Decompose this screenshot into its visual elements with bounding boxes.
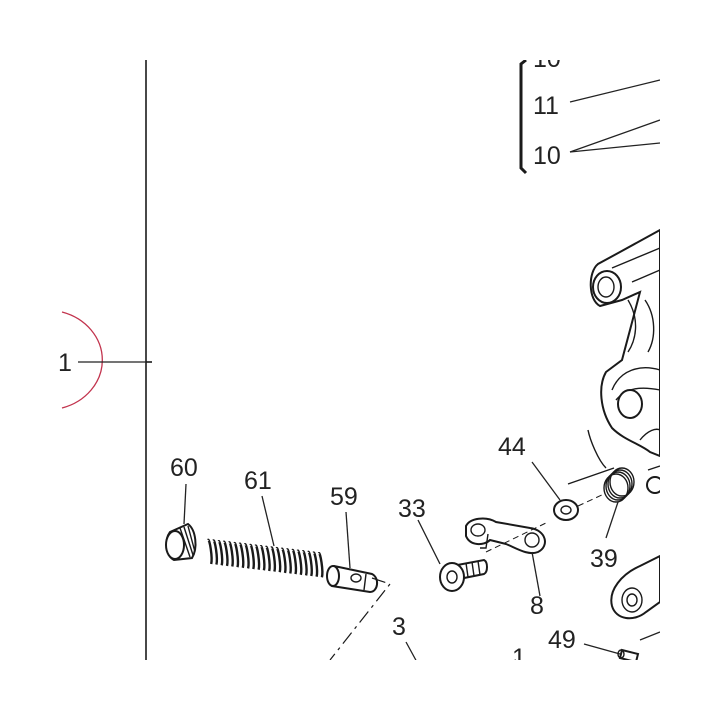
spring-coil xyxy=(212,539,219,565)
leader-49 xyxy=(583,643,621,655)
spring-coil xyxy=(301,550,308,576)
label-ref-39: 39 xyxy=(590,545,618,573)
leader-39 xyxy=(605,501,619,539)
right-crop-mask xyxy=(660,0,720,720)
spring-coil xyxy=(227,541,234,567)
bottom-crop-mask xyxy=(0,660,720,720)
label-ref-10: 10 xyxy=(533,142,561,170)
spring-coil xyxy=(317,552,324,578)
spring-coil xyxy=(222,540,229,567)
spring-coil xyxy=(275,546,282,573)
spring-coil xyxy=(254,544,261,571)
top-bracket xyxy=(519,58,528,175)
label-ref-11: 11 xyxy=(533,92,559,120)
label-ref-61: 61 xyxy=(244,467,272,495)
spring-coil xyxy=(307,550,313,577)
leader-61 xyxy=(261,495,275,547)
clip-mask-top xyxy=(520,30,680,60)
housing-casting xyxy=(589,228,664,494)
spring-coil xyxy=(280,547,287,574)
leader-44 xyxy=(531,461,561,501)
spring-coil xyxy=(259,545,266,571)
spring-coil xyxy=(217,540,224,566)
leader-8 xyxy=(531,551,541,597)
label-ref-8: 8 xyxy=(530,592,544,620)
callout-arc xyxy=(61,311,103,409)
spring-coil xyxy=(243,543,250,569)
spring-coil xyxy=(312,551,319,578)
spring-coil xyxy=(270,546,277,572)
leader-33 xyxy=(417,519,441,565)
axis-line-8 xyxy=(485,521,549,553)
label-ref-59: 59 xyxy=(330,483,358,511)
label-ref-49: 49 xyxy=(548,626,576,654)
part-33-screw xyxy=(439,558,488,592)
leader-59 xyxy=(345,511,351,569)
leader-10b xyxy=(569,142,661,153)
spring-coil xyxy=(296,549,303,576)
axis-line-44 xyxy=(577,493,605,507)
leader-10a xyxy=(569,119,661,153)
part-39-torsion-spring xyxy=(567,429,635,503)
spring-coil xyxy=(233,541,240,568)
spring-coil xyxy=(291,548,298,575)
leader-60 xyxy=(183,483,187,525)
partial-right-line xyxy=(639,631,661,641)
label-ref-3: 3 xyxy=(392,613,406,641)
spring-coil xyxy=(264,545,271,572)
part-61-spring xyxy=(206,538,324,578)
spring-coil xyxy=(285,548,292,574)
label-ref-44: 44 xyxy=(498,433,526,461)
part-59-pin xyxy=(326,564,378,594)
spring-coil xyxy=(249,543,255,570)
part-44-washer xyxy=(553,499,579,521)
leader-11 xyxy=(569,79,661,103)
part-60-plug xyxy=(165,522,197,562)
label-ref-60: 60 xyxy=(170,454,198,482)
assembly-axis-dashed xyxy=(329,577,392,661)
label-ref-1: 1 xyxy=(58,349,72,377)
spring-coil xyxy=(238,542,245,569)
part-8-lever xyxy=(465,517,546,554)
label-ref-33: 33 xyxy=(398,495,426,523)
spring-coil xyxy=(206,538,213,565)
lower-casting xyxy=(610,554,661,620)
